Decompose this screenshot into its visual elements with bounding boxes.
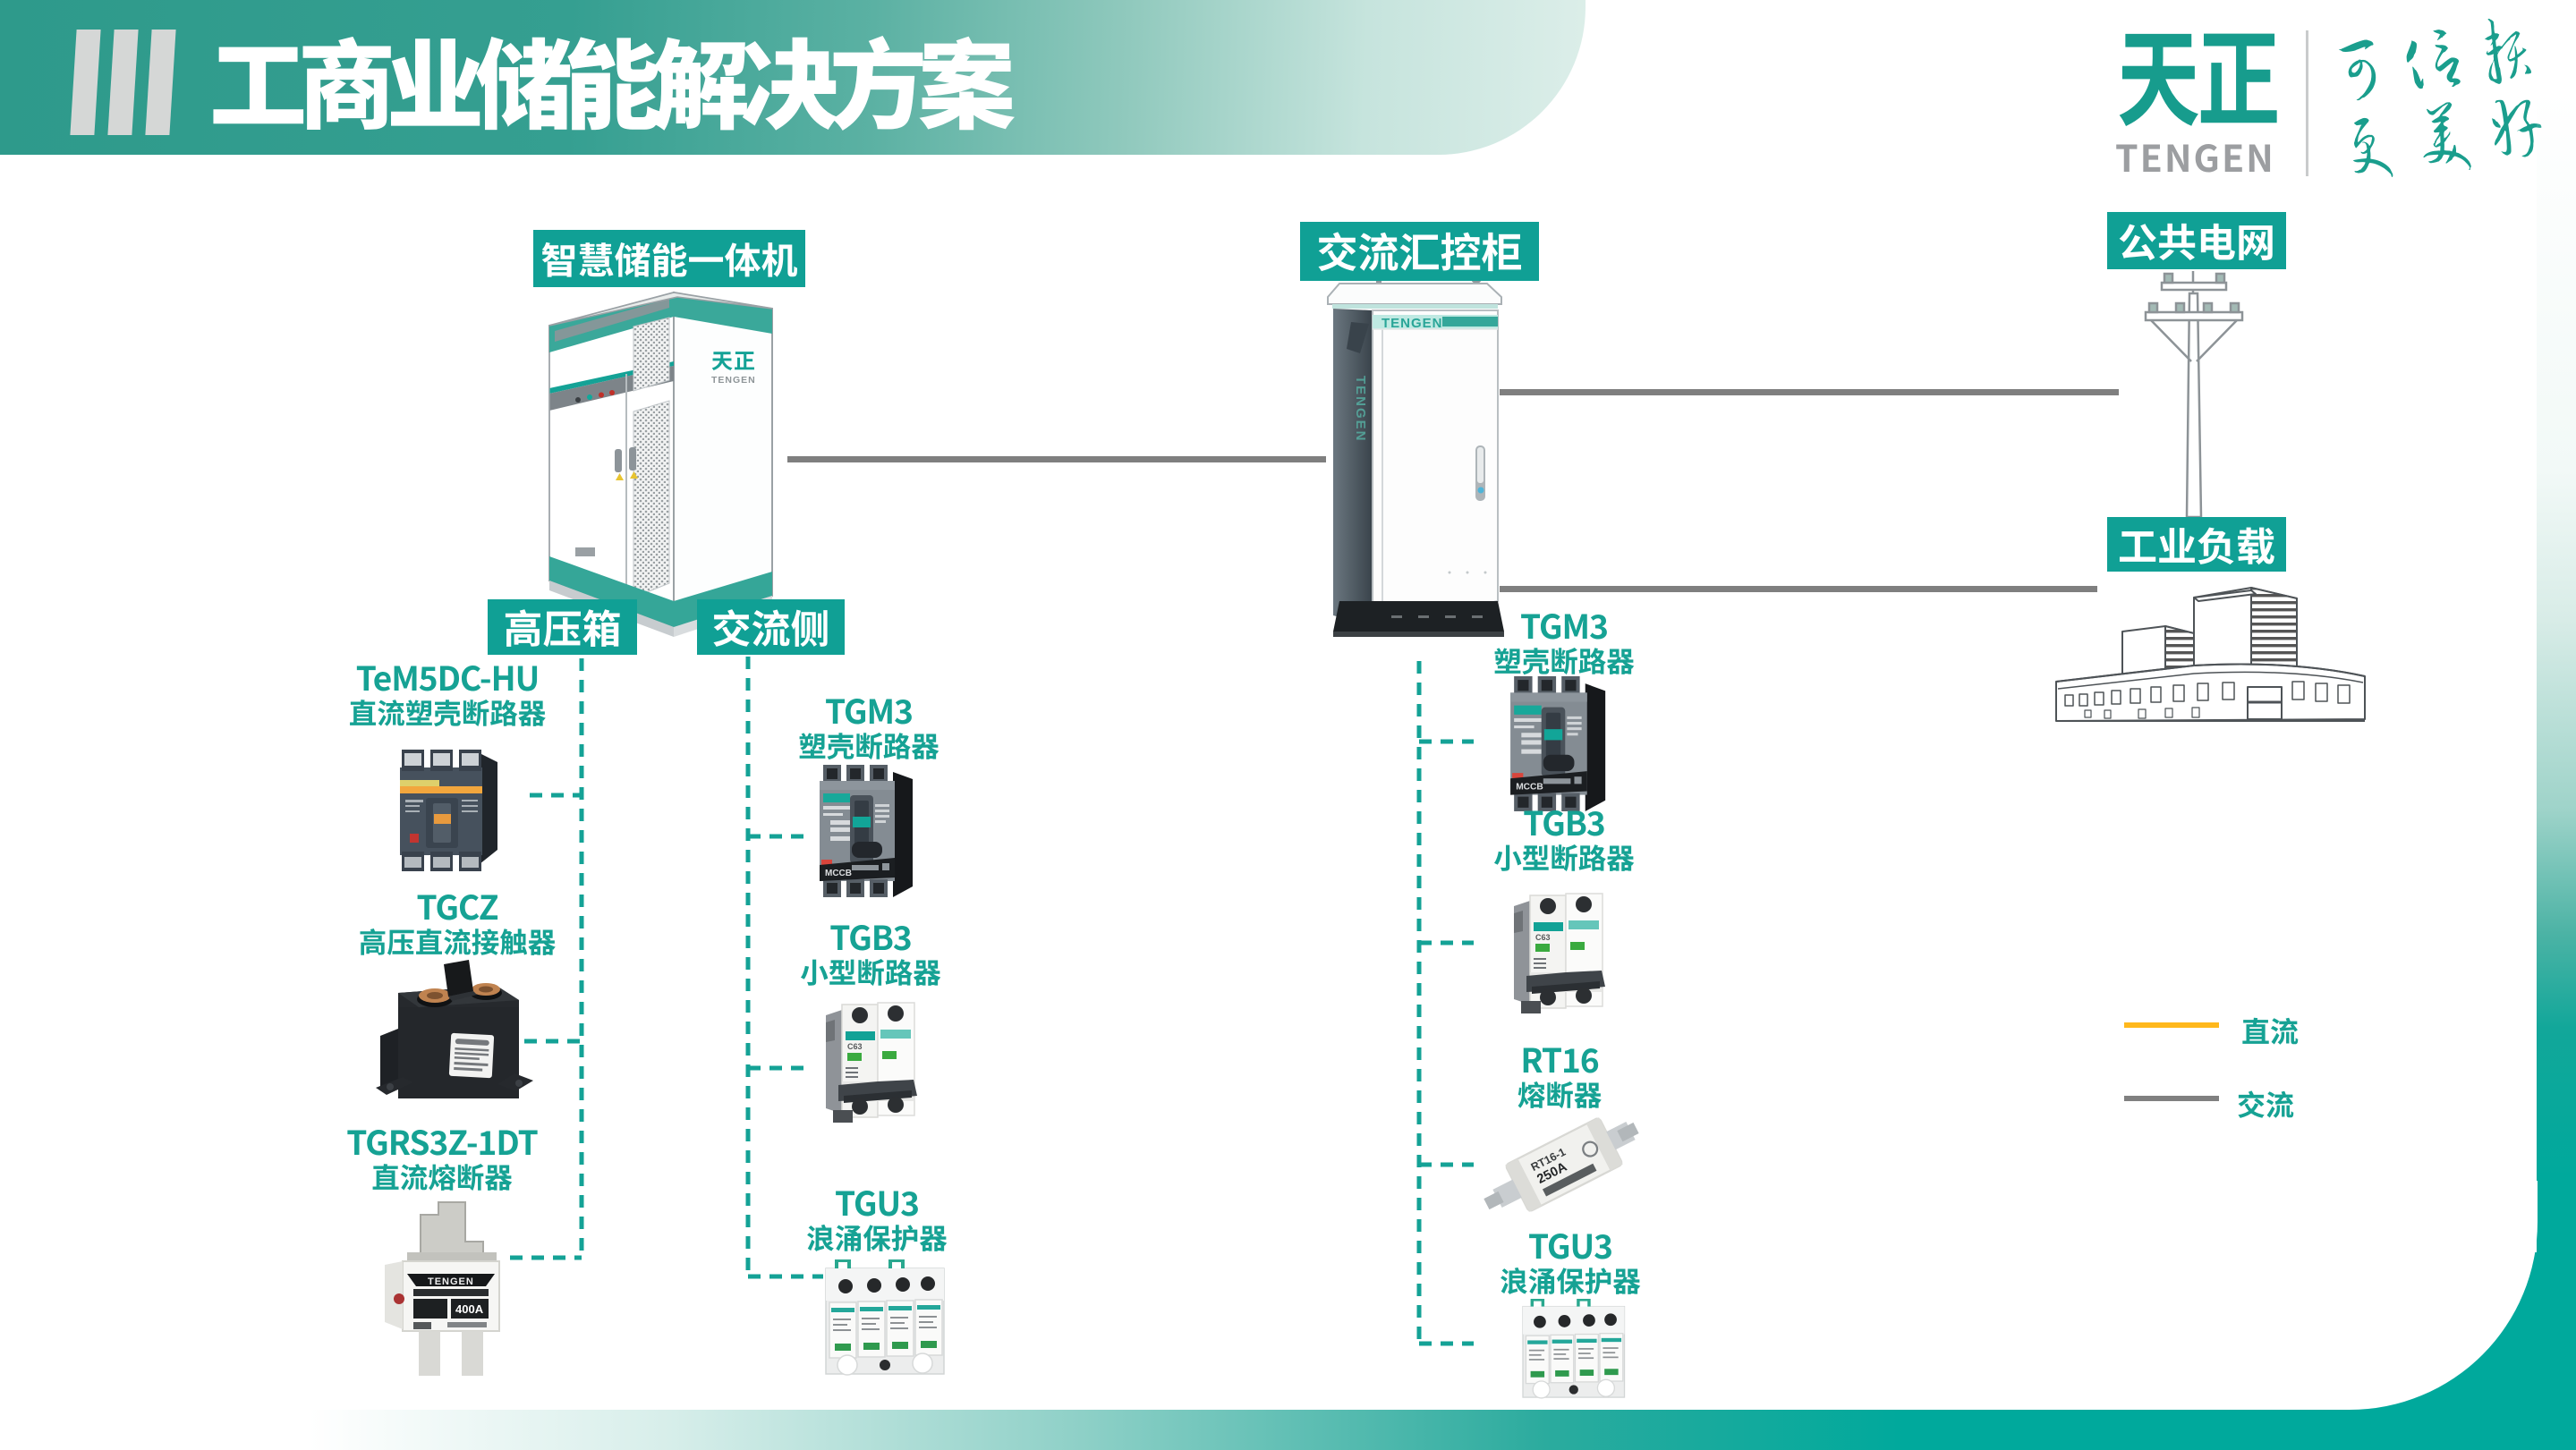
svg-text:400A: 400A — [455, 1302, 484, 1316]
svg-text:MCCB: MCCB — [825, 869, 852, 878]
svg-text:C63: C63 — [847, 1042, 863, 1051]
svg-text:TENGEN: TENGEN — [428, 1276, 474, 1287]
svg-text:TENGEN: TENGEN — [711, 375, 756, 386]
svg-text:MCCB: MCCB — [1516, 782, 1543, 792]
svg-text:TENGEN: TENGEN — [1353, 376, 1368, 443]
svg-text:TENGEN: TENGEN — [1382, 316, 1443, 331]
svg-text:C63: C63 — [1535, 933, 1551, 942]
svg-text:天正: 天正 — [711, 343, 756, 375]
